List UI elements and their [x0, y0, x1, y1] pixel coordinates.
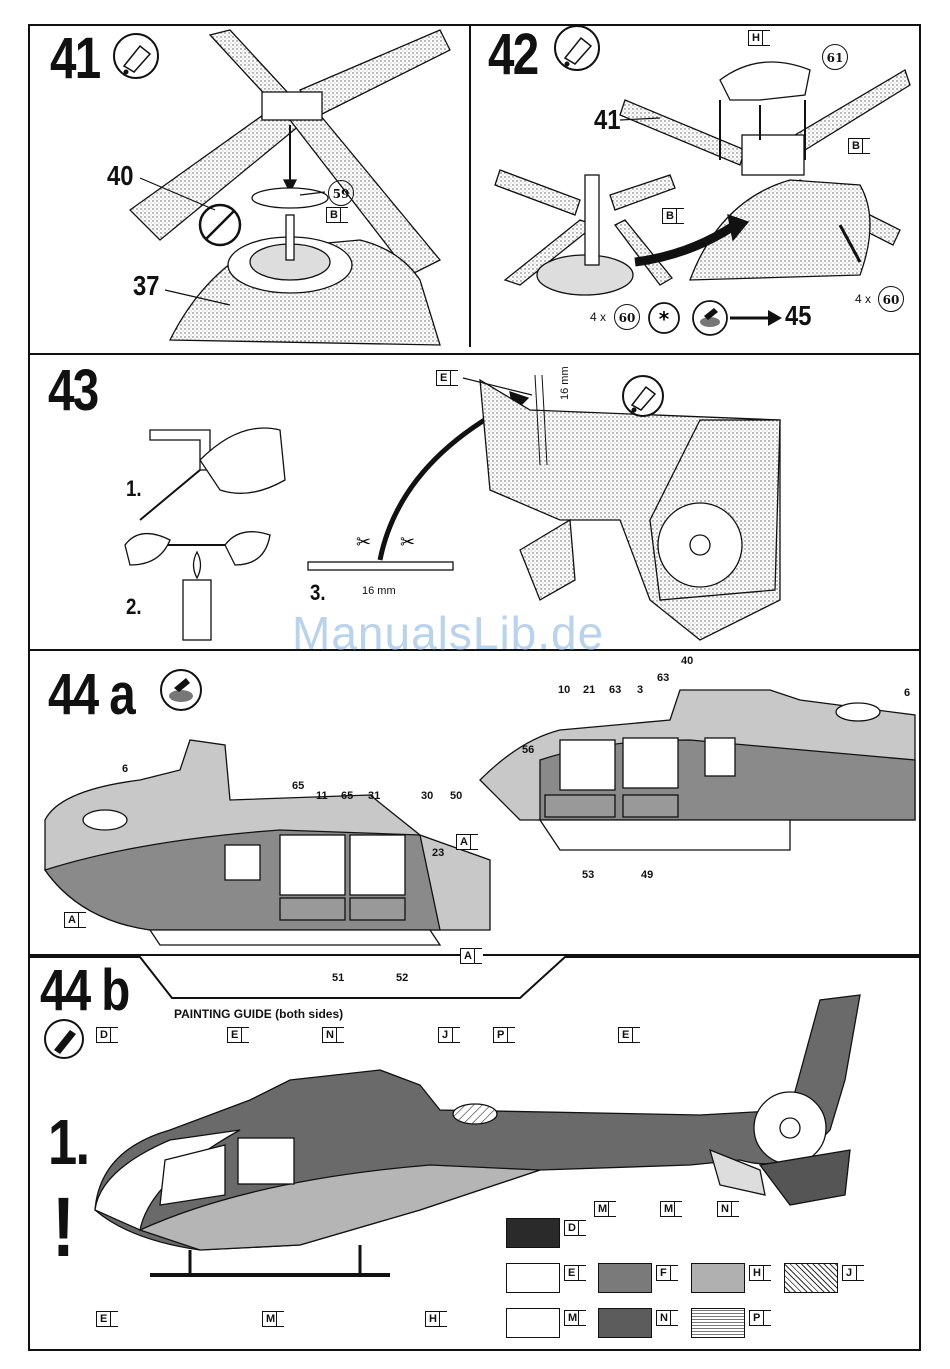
part-label: 50	[450, 791, 462, 802]
measure-label: 16 mm	[362, 586, 396, 597]
paint-code-flag: H	[425, 1311, 447, 1327]
quantity-label: 4 x	[855, 293, 871, 305]
substep-label: 3.	[310, 582, 326, 604]
paint-code-flag: E	[96, 1311, 118, 1327]
step41-icon-glue	[114, 34, 158, 78]
measure-label-vertical: 16 mm	[560, 366, 571, 400]
step41-illustration	[130, 30, 450, 345]
goto-step-label: 45	[785, 302, 811, 330]
legend-code: N	[656, 1310, 678, 1326]
legend-code: F	[656, 1265, 678, 1281]
step42-icon-glue	[555, 26, 599, 70]
step44b-icon-brush	[45, 1020, 83, 1058]
legend-swatch	[506, 1308, 560, 1338]
step44a-icon-paint	[161, 670, 201, 710]
legend-code: E	[564, 1265, 586, 1281]
part-number-callout: 59	[328, 180, 354, 206]
step42-illustration	[495, 62, 910, 295]
paint-code-flag: D	[96, 1027, 118, 1043]
paint-code-flag: B	[662, 208, 684, 224]
step44a-illustration-right	[480, 690, 915, 850]
part-label: 65	[341, 791, 353, 802]
step-number-44a: 44 a	[48, 666, 134, 724]
paint-code-flag: E	[436, 370, 458, 386]
paint-code-flag: A	[460, 948, 482, 964]
step43-icon-glue	[623, 376, 663, 416]
legend-code: D	[564, 1220, 586, 1236]
part-label: 10	[558, 685, 570, 696]
legend-swatch	[598, 1263, 652, 1293]
legend-code: J	[842, 1265, 864, 1281]
paint-code-flag: H	[748, 30, 770, 46]
quantity-label: 4 x	[590, 311, 606, 323]
part-label: 63	[609, 685, 621, 696]
part-label: 52	[396, 973, 408, 984]
warning-mark: !	[52, 1185, 73, 1269]
part-label: 21	[583, 685, 595, 696]
paint-code-flag: A	[456, 834, 478, 850]
step-number-41: 41	[50, 30, 100, 88]
paint-code-flag: M	[660, 1201, 682, 1217]
part-number-callout: 60	[614, 304, 640, 330]
paint-code-flag: J	[438, 1027, 460, 1043]
paint-icon	[693, 301, 727, 335]
scissors-icon: ✂	[400, 532, 415, 553]
part-label: 63	[657, 673, 669, 684]
part-label: 6	[904, 688, 910, 699]
step43-illustration	[125, 375, 780, 640]
part-label: 65	[292, 781, 304, 792]
painting-guide-title: PAINTING GUIDE (both sides)	[174, 1008, 343, 1020]
part-number-callout: 60	[878, 286, 904, 312]
part-label: 31	[368, 791, 380, 802]
goto-arrowhead	[768, 310, 782, 326]
legend-swatch	[691, 1308, 745, 1338]
substep-label: 2.	[126, 596, 142, 618]
paint-code-flag: B	[848, 138, 870, 154]
part-label: 37	[133, 272, 159, 300]
step-number-43: 43	[48, 362, 98, 420]
paint-code-flag: E	[227, 1027, 249, 1043]
legend-code: M	[564, 1310, 586, 1326]
part-label: 40	[107, 162, 133, 190]
paint-code-flag: P	[493, 1027, 515, 1043]
paint-code-flag: E	[618, 1027, 640, 1043]
legend-swatch	[506, 1263, 560, 1293]
part-number-callout: 61	[822, 44, 848, 70]
part-label: 6	[122, 764, 128, 775]
step44a-illustration-left	[45, 740, 490, 945]
step-number-44b: 44 b	[40, 962, 129, 1020]
paint-code-flag: M	[262, 1311, 284, 1327]
scissors-icon: ✂	[356, 532, 371, 553]
step44b-helicopter	[95, 995, 860, 1275]
watermark: ManualsLib.de	[292, 606, 604, 660]
legend-swatch	[506, 1218, 560, 1248]
paint-code-flag: N	[717, 1201, 739, 1217]
legend-code: H	[749, 1265, 771, 1281]
part-label: 11	[316, 791, 328, 802]
paint-code-flag: A	[64, 912, 86, 928]
paint-code-flag: B	[326, 207, 348, 223]
side-number: 1.	[48, 1110, 88, 1174]
paint-code-flag: N	[322, 1027, 344, 1043]
part-label: 51	[332, 973, 344, 984]
svg-text:*: *	[659, 307, 670, 331]
part-label: 53	[582, 870, 594, 881]
asterisk-icon: *	[649, 303, 679, 333]
legend-swatch	[784, 1263, 838, 1293]
paint-code-flag: M	[594, 1201, 616, 1217]
part-label: 23	[432, 848, 444, 859]
legend-code: P	[749, 1310, 771, 1326]
part-label: 30	[421, 791, 433, 802]
step-number-42: 42	[488, 26, 538, 84]
part-label: 41	[594, 106, 620, 134]
part-label: 3	[637, 685, 643, 696]
legend-swatch	[691, 1263, 745, 1293]
substep-label: 1.	[126, 478, 142, 500]
part-label: 56	[522, 745, 534, 756]
legend-swatch	[598, 1308, 652, 1338]
part-label: 40	[681, 656, 693, 667]
part-label: 49	[641, 870, 653, 881]
